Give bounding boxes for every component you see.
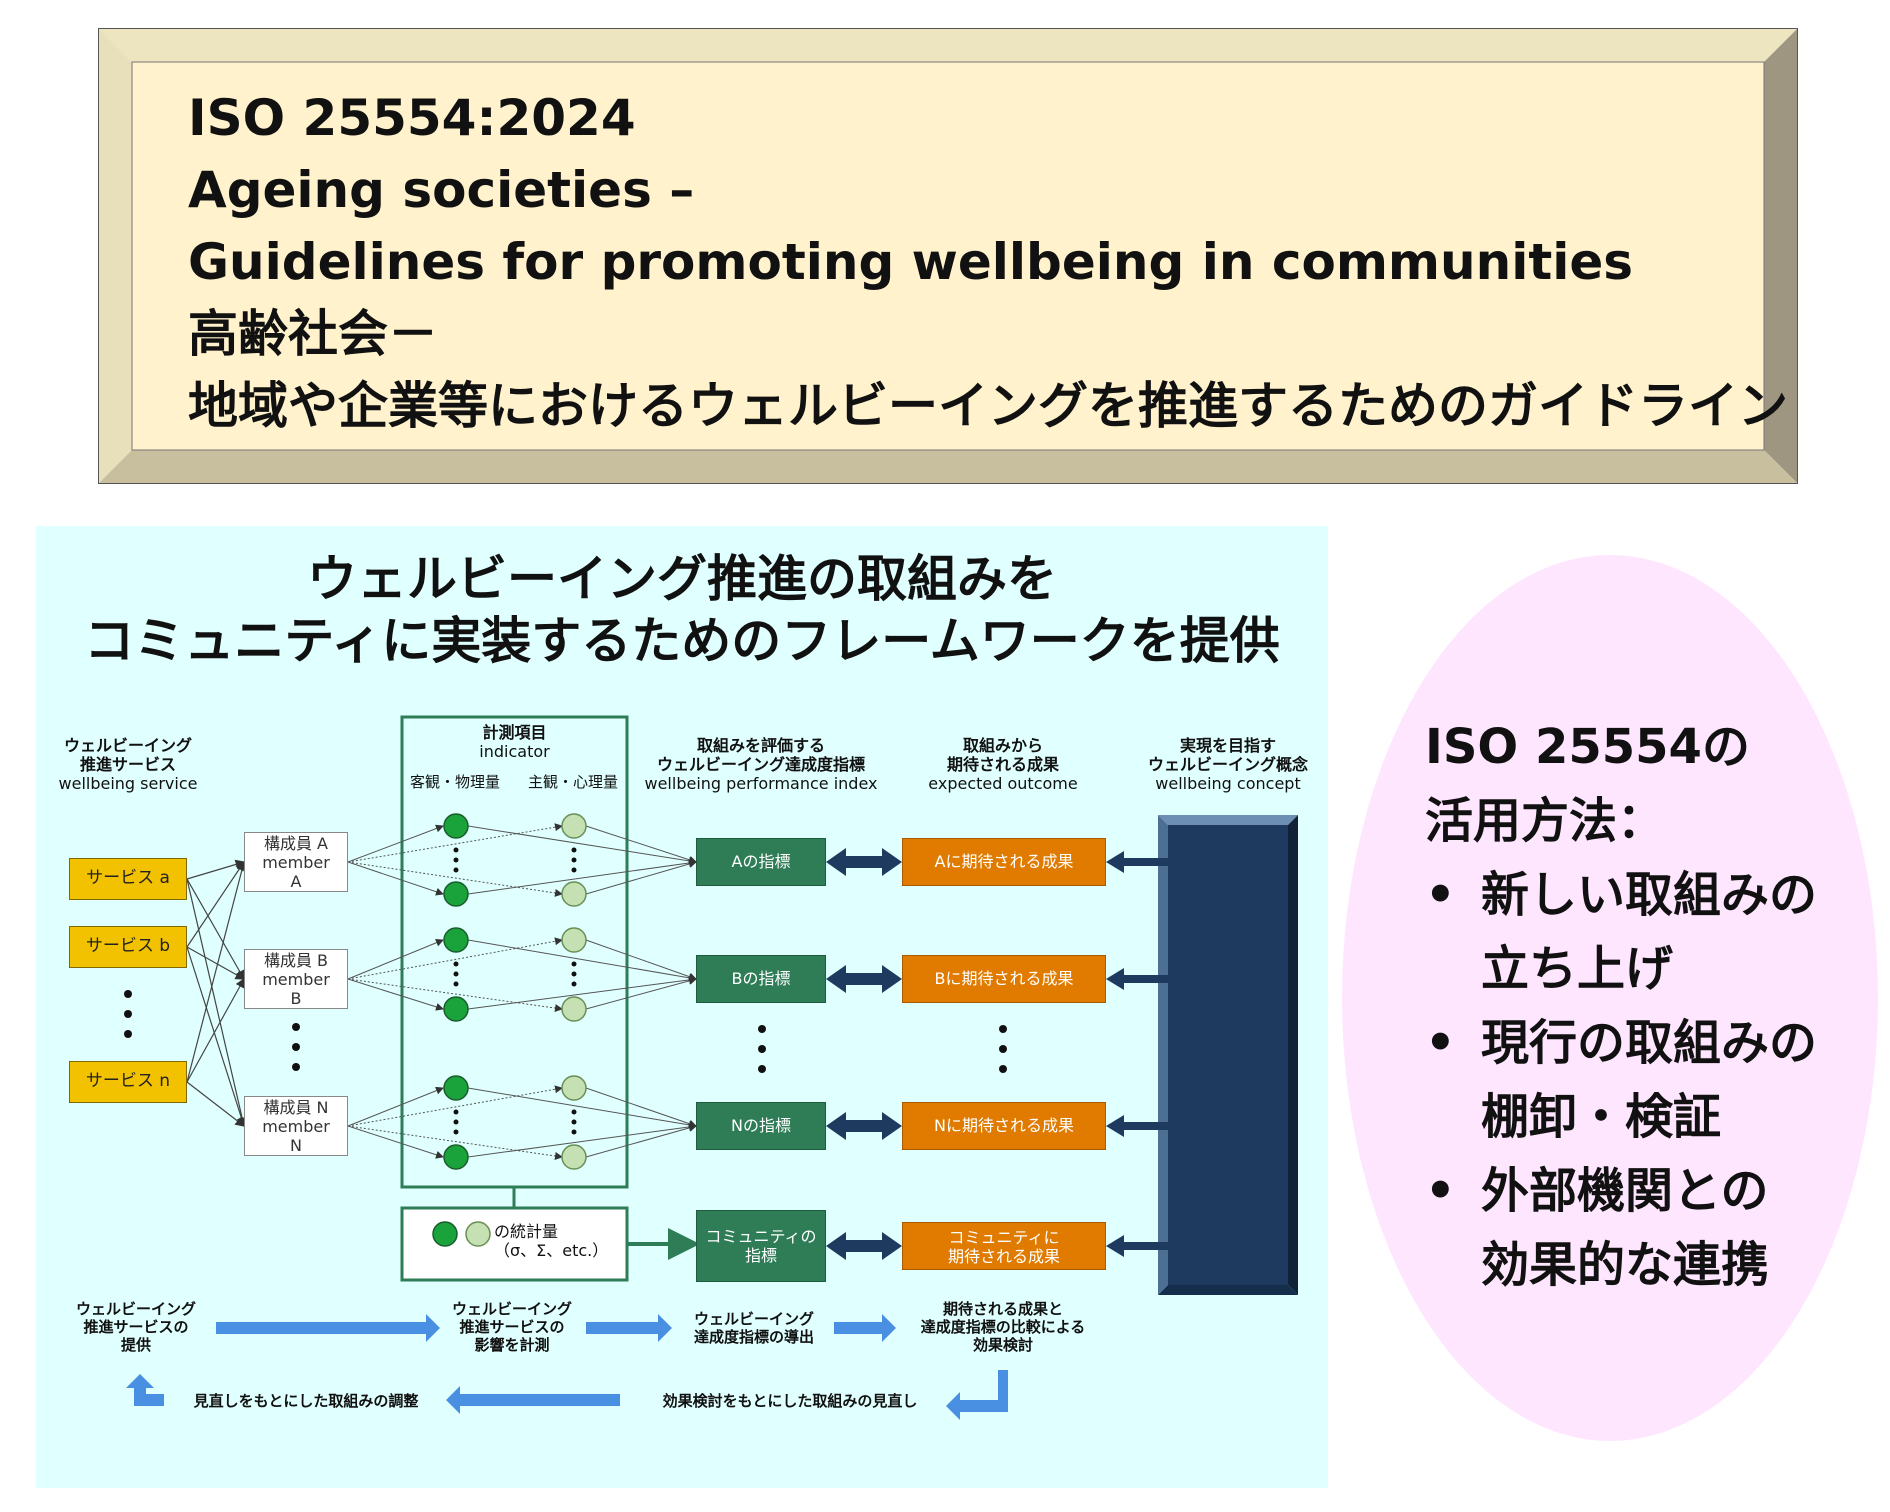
header-line: 期待される成果 [946,755,1059,774]
step-line: 推進サービスの [459,1318,565,1336]
objective-dots [432,813,469,1247]
usage-bullet-line: 立ち上げ [1481,941,1674,997]
framework-title-line: ウェルビーイング推進の取組みを [307,550,1057,608]
title-line: Ageing societies – [188,161,695,219]
usage-bullet-line: 新しい取組みの [1481,867,1818,923]
step-review-initiative: 効果検討をもとにした取組みの見直し [662,1392,918,1410]
bullet-icon: • [1425,1163,1456,1219]
step-line: ウェルビーイング [693,1310,814,1328]
step-line: 提供 [120,1336,151,1354]
usage-bullet-line: 外部機関との [1481,1163,1769,1219]
member-en: member [262,853,330,872]
bullet-icon: • [1425,1015,1456,1071]
step-provide-service: ウェルビーイング 推進サービスの 提供 [58,1300,214,1354]
header-concept: 実現を目指す ウェルビーイング概念 wellbeing concept [1135,736,1321,793]
usage-bullet-line: 現行の取組みの [1481,1015,1818,1071]
title-line: 地域や企業等におけるウェルビーイングを推進するためのガイドライン [188,377,1788,435]
step-line: 達成度指標の導出 [693,1328,814,1346]
member-en: member [262,1117,330,1136]
header-subjective: 主観・心理量 [527,773,618,791]
step-evaluate-effect: 期待される成果と 達成度指標の比較による 効果検討 [898,1300,1108,1354]
member-jp: 構成員 B [263,951,329,970]
index-box: Nの指標 [696,1102,826,1150]
index-box: Aの指標 [696,838,826,886]
header-line: 取組みを評価する [696,736,825,755]
usage-bullet: • 新しい取組みの 立ち上げ [1425,858,1817,1006]
usage-title-line: ISO 25554の [1425,719,1750,775]
header-objective: 客観・物理量 [409,773,500,791]
outcome-box: Bに期待される成果 [902,955,1106,1003]
step-line: 影響を計測 [474,1336,550,1354]
usage-bullet-line: 棚卸・検証 [1481,1089,1722,1145]
service-box: サービス n [69,1061,187,1103]
header-line: wellbeing concept [1155,774,1301,793]
stats-label: の統計量 （σ、Σ、etc.） [494,1222,608,1260]
header-line: wellbeing performance index [644,774,878,793]
community-index-line: 指標 [744,1246,777,1265]
step-measure-impact: ウェルビーイング 推進サービスの 影響を計測 [438,1300,586,1354]
service-box: サービス b [69,926,187,968]
header-outcome: 取組みから 期待される成果 expected outcome [910,736,1096,793]
step-line: ウェルビーイング [451,1300,572,1318]
stats-line: （σ、Σ、etc.） [494,1241,609,1260]
usage-bullet-line: 効果的な連携 [1481,1237,1770,1293]
community-outcome-line: 期待される成果 [947,1247,1060,1266]
subjective-dots [465,813,587,1247]
member-box: 構成員 A member A [244,832,348,892]
member-en: member [262,970,330,989]
member-id: B [290,989,302,1008]
usage-list: ISO 25554の 活用方法： • 新しい取組みの 立ち上げ • 現行の取組み… [1425,710,1817,1302]
stats-line: の統計量 [494,1222,559,1241]
community-index-box: コミュニティの 指標 [696,1210,826,1282]
title-bevel-box [98,28,1798,484]
community-outcome-line: コミュニティに [948,1228,1060,1247]
usage-title-line: 活用方法： [1425,793,1666,849]
member-box: 構成員 B member B [244,949,348,1009]
header-line: 計測項目 [482,723,547,742]
header-index: 取組みを評価する ウェルビーイング達成度指標 wellbeing perform… [630,736,892,793]
community-index-line: コミュニティの [705,1227,817,1246]
step-line: 効果検討 [972,1336,1033,1354]
header-indicator: 計測項目 indicator [402,723,627,761]
step-line: ウェルビーイング [75,1300,196,1318]
member-jp: 構成員 N [263,1098,329,1117]
header-service: ウェルビーイング 推進サービス wellbeing service [48,736,208,793]
header-line: 推進サービス [79,755,176,774]
title-line: ISO 25554:2024 [188,89,636,147]
header-line: 実現を目指す [1179,736,1276,755]
community-outcome-box: コミュニティに 期待される成果 [902,1222,1106,1270]
step-line: 達成度指標の比較による [920,1318,1086,1336]
framework-title-line: コミュニティに実装するためのフレームワークを提供 [84,612,1280,670]
bullet-icon: • [1425,867,1456,923]
header-line: expected outcome [928,774,1078,793]
header-line: 取組みから [962,736,1043,755]
outcome-box: Aに期待される成果 [902,838,1106,886]
outcome-box: Nに期待される成果 [902,1102,1106,1150]
title-line: Guidelines for promoting wellbeing in co… [188,233,1634,291]
step-adjust-initiative: 見直しをもとにした取組みの調整 [193,1392,419,1410]
member-jp: 構成員 A [263,834,329,853]
framework-title: ウェルビーイング推進の取組みを コミュニティに実装するためのフレームワークを提供 [36,548,1328,672]
step-derive-index: ウェルビーイング 達成度指標の導出 [676,1310,832,1346]
index-box: Bの指標 [696,955,826,1003]
step-line: 期待される成果と [942,1300,1063,1318]
service-box: サービス a [69,858,187,900]
header-line: wellbeing service [58,774,198,793]
member-box: 構成員 N member N [244,1096,348,1156]
member-id: A [290,872,302,891]
usage-ellipse [1342,555,1878,1441]
member-id: N [290,1136,302,1155]
title-line: 高齢社会－ [188,305,438,363]
header-line: ウェルビーイング達成度指標 [656,755,865,774]
usage-bullet: • 現行の取組みの 棚卸・検証 [1425,1006,1817,1154]
header-line: ウェルビーイング [63,736,192,755]
step-line: 推進サービスの [83,1318,189,1336]
header-line: indicator [479,742,550,761]
standard-title: ISO 25554:2024 Ageing societies – Guidel… [188,82,1788,442]
usage-bullet: • 外部機関との 効果的な連携 [1425,1154,1817,1302]
header-line: ウェルビーイング概念 [1147,755,1308,774]
concept-bar [1158,815,1298,1295]
